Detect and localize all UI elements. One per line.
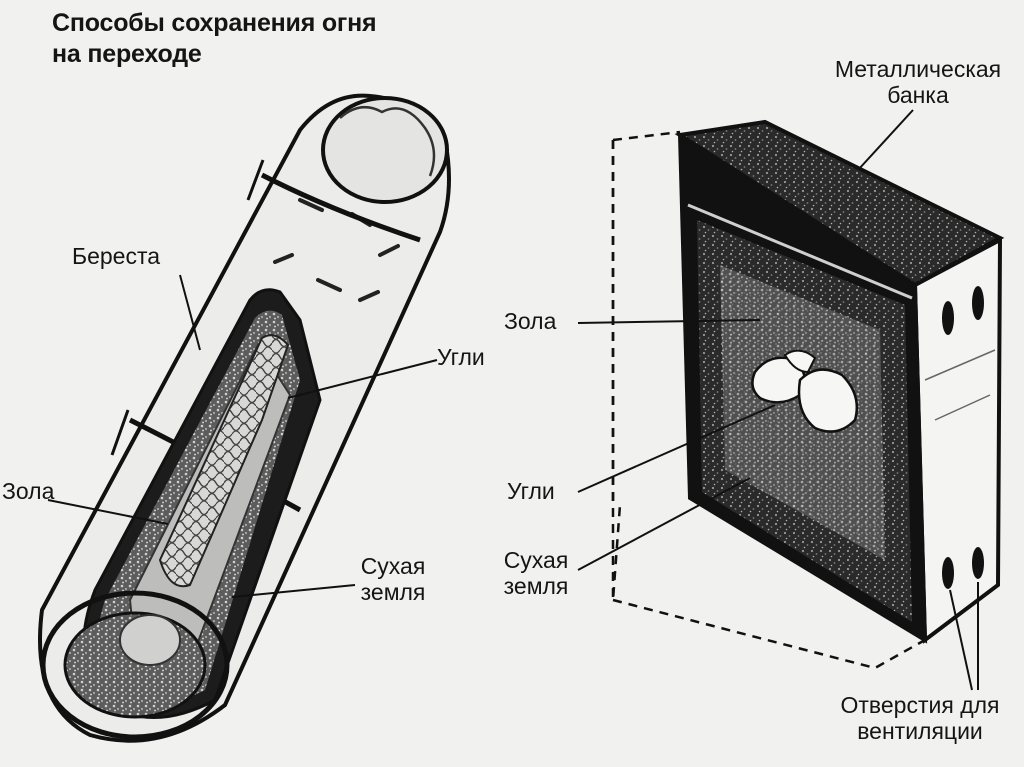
leader-can — [858, 110, 913, 170]
label-metal-can-line-1: Металлическая — [812, 56, 1024, 82]
label-dry-soil-left: Сухая земля — [352, 553, 434, 605]
label-coals-left: Угли — [437, 344, 485, 370]
label-vents-line-2: вентиляции — [818, 718, 1022, 744]
label-metal-can-line-2: банка — [812, 82, 1024, 108]
label-vents-line-1: Отверстия для — [818, 692, 1022, 718]
metal-can — [613, 122, 1000, 668]
title-line-1: Способы сохранения огня — [52, 8, 376, 39]
label-vents: Отверстия для вентиляции — [818, 692, 1022, 744]
title-line-2: на переходе — [52, 39, 376, 70]
leader-soil-right — [578, 478, 750, 570]
tube-top-end — [323, 98, 447, 202]
label-dry-soil-left-line-2: земля — [352, 579, 434, 605]
vent-hole-4 — [972, 547, 984, 579]
bark-tube — [40, 96, 449, 741]
can-side-panel — [915, 240, 1000, 640]
label-dry-soil-right-line-1: Сухая — [494, 547, 578, 573]
label-coals-right: Угли — [507, 478, 555, 504]
vent-hole-3 — [942, 557, 954, 589]
diagram-title: Способы сохранения огня на переходе — [52, 8, 376, 70]
label-bark: Береста — [72, 243, 160, 269]
label-ash-left: Зола — [2, 478, 54, 504]
vent-hole-1 — [942, 301, 954, 335]
label-dry-soil-right-line-2: земля — [494, 573, 578, 599]
vent-hole-2 — [972, 286, 984, 320]
label-dry-soil-right: Сухая земля — [494, 547, 578, 599]
label-dry-soil-left-line-1: Сухая — [352, 553, 434, 579]
label-ash-right: Зола — [504, 308, 556, 334]
label-metal-can: Металлическая банка — [812, 56, 1024, 108]
